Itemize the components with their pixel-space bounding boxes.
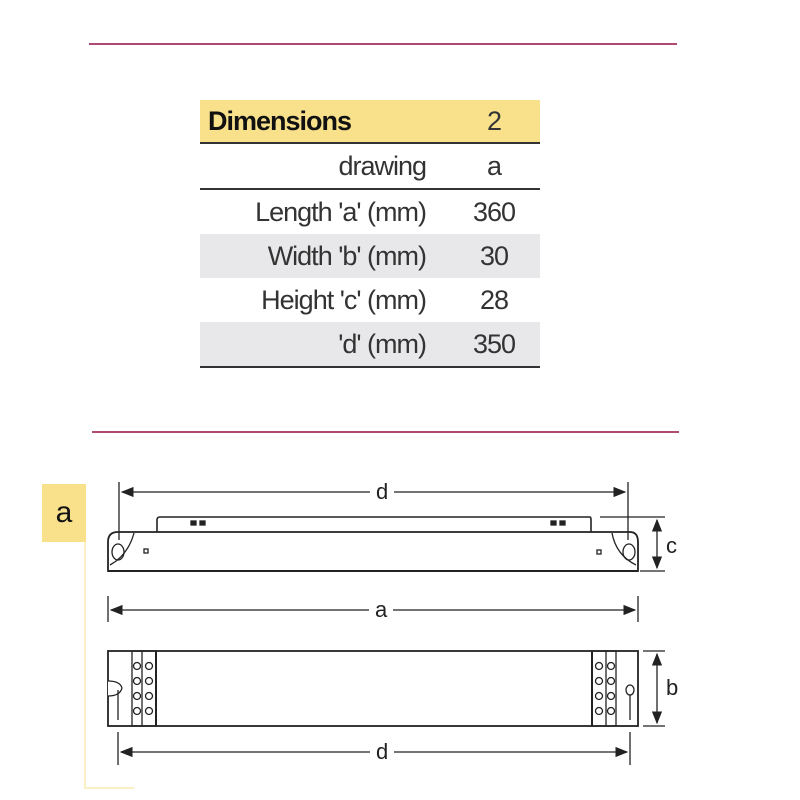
row-label: 'd' (mm) xyxy=(200,322,448,368)
drawing-label: drawing xyxy=(200,143,448,190)
row-value: 350 xyxy=(448,322,540,368)
header-value: 2 xyxy=(448,100,540,144)
dimensions-table: Dimensions 2 drawing a Length 'a' (mm) 3… xyxy=(200,100,540,368)
header-label: Dimensions xyxy=(200,100,448,144)
table-row: Height 'c' (mm) 28 xyxy=(200,278,540,322)
table-row: Width 'b' (mm) 30 xyxy=(200,234,540,278)
drawing-row: drawing a xyxy=(200,143,540,190)
dimension-label-c: c xyxy=(666,533,677,558)
row-label: Width 'b' (mm) xyxy=(200,234,448,278)
table-header-row: Dimensions 2 xyxy=(200,100,540,144)
top-divider xyxy=(89,43,677,45)
badge-bracket-horizontal xyxy=(84,787,134,789)
middle-divider xyxy=(92,431,679,433)
drawing-value: a xyxy=(448,143,540,190)
side-view xyxy=(107,482,665,572)
table-row: 'd' (mm) 350 xyxy=(200,322,540,368)
row-label: Length 'a' (mm) xyxy=(255,196,427,227)
row-label: Height 'c' (mm) xyxy=(261,284,427,315)
top-view xyxy=(107,650,665,765)
badge-bracket-vertical xyxy=(84,542,86,788)
row-value: 30 xyxy=(448,234,540,278)
row-value: 28 xyxy=(479,284,509,315)
drawing-badge: a xyxy=(42,484,86,542)
table-row: Length 'a' (mm) 360 xyxy=(200,189,540,234)
dimension-label-b: b xyxy=(666,675,679,700)
dimension-label-d-top: d xyxy=(370,481,395,503)
dimension-label-d-bottom: d xyxy=(370,741,395,763)
dimension-label-a: a xyxy=(369,599,394,621)
row-value: 360 xyxy=(472,196,516,227)
